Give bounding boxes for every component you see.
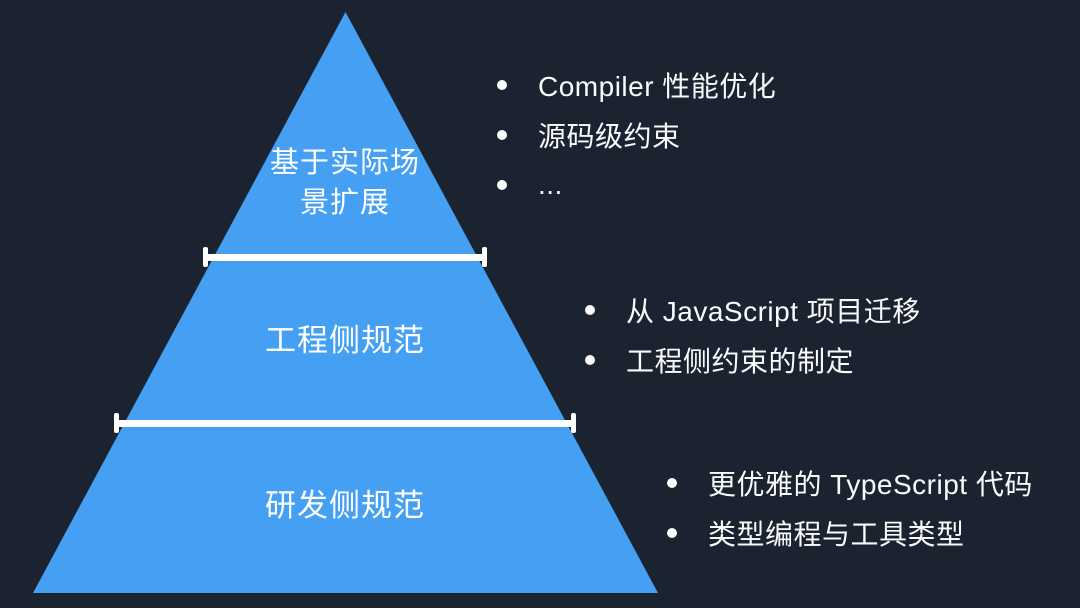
list-item: 工程侧约束的制定 [585,335,921,385]
bullet-dot-icon [497,80,507,90]
list-item: Compiler 性能优化 [497,60,776,110]
bullet-list-top: Compiler 性能优化 源码级约束 ... [497,60,776,210]
divider-end-cap-icon [482,247,487,267]
bullet-dot-icon [497,180,507,190]
list-item-text: 工程侧约束的制定 [626,346,855,377]
bullet-list-bottom: 更优雅的 TypeScript 代码 类型编程与工具类型 [667,458,1033,558]
divider-line [114,419,576,427]
list-item-text: Compiler 性能优化 [538,71,777,102]
divider-line [203,253,487,261]
bullet-list-middle: 从 JavaScript 项目迁移 工程侧约束的制定 [585,285,921,385]
pyramid-tier-label-top: 基于实际场 景扩展 [185,143,505,223]
list-item-text: 更优雅的 TypeScript 代码 [708,469,1033,500]
bullet-dot-icon [585,355,595,365]
tier-label-line: 景扩展 [299,187,390,219]
tier-divider-bottom [114,413,576,433]
divider-end-cap-icon [571,413,576,433]
list-item-text: 类型编程与工具类型 [708,519,965,550]
list-item: 源码级约束 [497,110,776,160]
pyramid-tier-label-bottom: 研发侧规范 [265,488,425,523]
list-item-text: ... [538,169,563,200]
tier-label-line: 基于实际场 [269,147,420,179]
list-item-text: 源码级约束 [538,121,681,152]
list-item: 从 JavaScript 项目迁移 [585,285,921,335]
list-item: ... [497,160,776,210]
tier-divider-top [203,247,487,267]
bullet-dot-icon [585,305,595,315]
list-item-text: 从 JavaScript 项目迁移 [626,296,921,327]
pyramid-tier-label-middle: 工程侧规范 [265,323,425,358]
bullet-dot-icon [667,478,677,488]
bullet-dot-icon [667,528,677,538]
list-item: 类型编程与工具类型 [667,508,1033,558]
bullet-dot-icon [497,130,507,140]
list-item: 更优雅的 TypeScript 代码 [667,458,1033,508]
